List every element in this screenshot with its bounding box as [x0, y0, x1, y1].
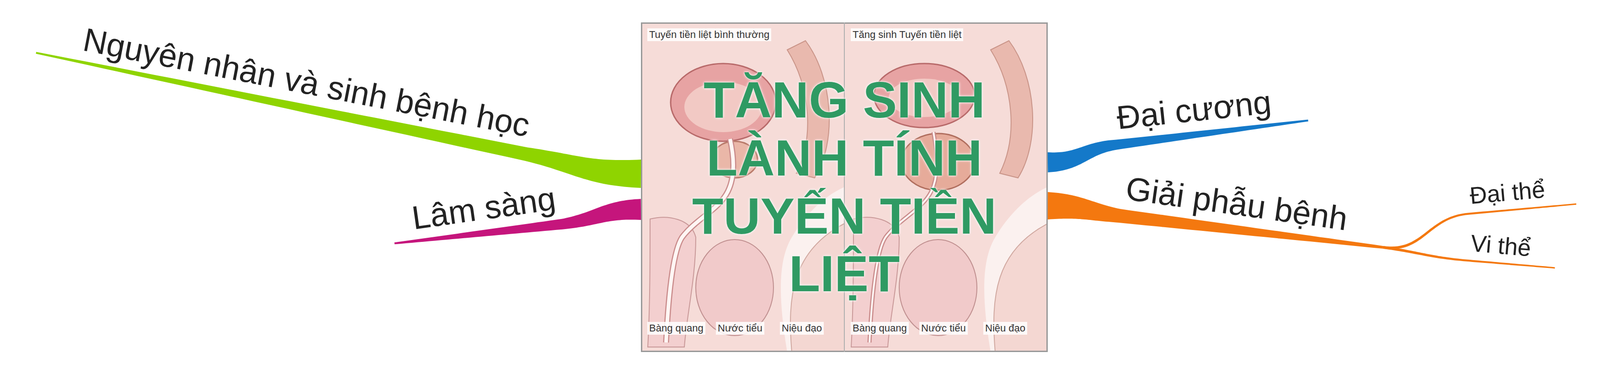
part-label: Niệu đạo: [983, 321, 1028, 335]
part-label: Tuyến tiền liệt bình thường: [647, 28, 772, 42]
part-label: Nước tiểu: [919, 321, 968, 335]
part-label: Niệu đạo: [779, 321, 824, 335]
central-title: TĂNG SINH LÀNH TÍNH TUYẾN TIỀN LIỆT: [670, 71, 1019, 303]
part-label: Bàng quang: [850, 321, 909, 335]
branch-topic: Nguyên nhân và sinh bệnh học: [77, 19, 536, 145]
part-label: Bàng quang: [647, 321, 706, 335]
subtopic: Đại thể: [1465, 175, 1549, 210]
central-topic: TĂNG SINH LÀNH TÍNH TUYẾN TIỀN LIỆT: [640, 22, 1048, 352]
part-label: Nước tiểu: [715, 321, 765, 335]
part-label: Tăng sinh Tuyến tiền liệt: [850, 28, 964, 42]
topic-text: Vi thể: [1469, 229, 1533, 262]
topic-text: Đại thể: [1468, 176, 1546, 210]
subtopic: Vi thể: [1466, 229, 1536, 263]
topic-text: Nguyên nhân và sinh bệnh học: [80, 20, 533, 145]
